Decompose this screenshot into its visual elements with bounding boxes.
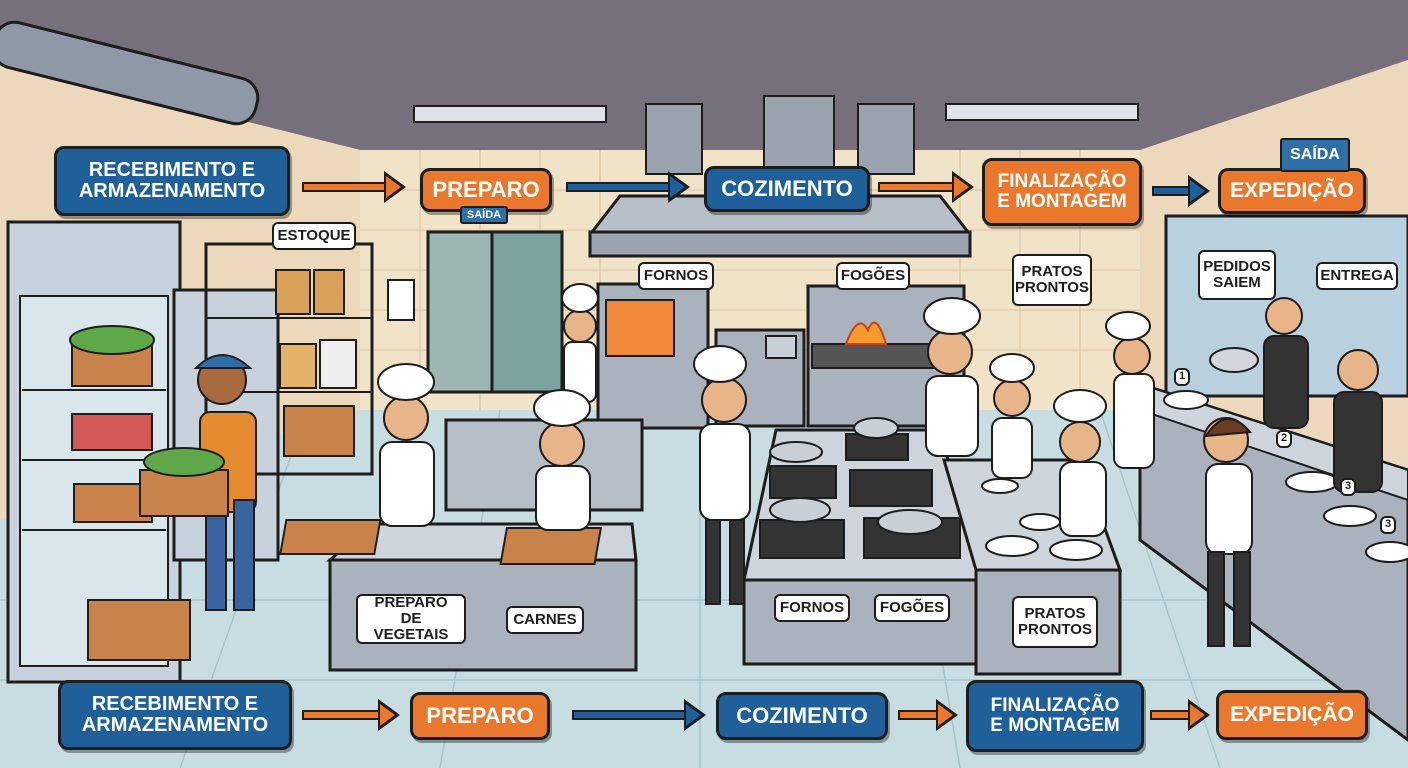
flow-bottom-arrow-2 xyxy=(572,699,706,731)
flow-top-arrow-2 xyxy=(566,171,690,203)
vegetables xyxy=(69,325,155,355)
fridge-shelves xyxy=(22,389,166,531)
pot-back xyxy=(853,417,899,439)
chef-stove xyxy=(693,345,751,605)
label-delivery: Entrega xyxy=(1316,262,1398,290)
flow-bottom-arrow-3 xyxy=(898,699,958,731)
order-ticket: 2 xyxy=(1276,430,1292,448)
label-orders-leave: Pedidos Saiem xyxy=(1198,250,1276,300)
label-vegetable-prep: Preparo de Vegetais xyxy=(356,594,466,644)
hood-chimney-right xyxy=(857,103,915,175)
chef-oven xyxy=(561,283,599,403)
chef-runner xyxy=(1203,417,1253,647)
flow-top-arrow-1 xyxy=(302,171,406,203)
floor-crate xyxy=(87,599,191,661)
plates xyxy=(981,478,1103,561)
order-ticket: 3 xyxy=(1340,478,1356,496)
flow-bottom-preparation: Preparo xyxy=(410,692,550,740)
grill-flame xyxy=(844,321,888,345)
chef-meat xyxy=(533,389,591,531)
order-ticket: 3 xyxy=(1380,516,1396,534)
exhaust-hood-rim xyxy=(588,230,972,258)
waiter-left xyxy=(1209,297,1309,429)
order-ticket: 1 xyxy=(1174,368,1190,386)
flow-top-arrow-3 xyxy=(878,171,974,203)
flow-top-cooking: Cozimento xyxy=(704,166,870,212)
ceiling-light-left xyxy=(413,105,607,123)
back-doorway xyxy=(490,230,564,394)
flow-top-receiving: Recebimento e Armazenamento xyxy=(54,146,290,216)
meat-tray xyxy=(71,413,153,451)
chef-head xyxy=(923,297,981,457)
pass-plates xyxy=(1163,390,1408,563)
oven-window xyxy=(605,299,675,357)
label-storage: Estoque xyxy=(272,222,356,250)
label-stoves-top: Fogões xyxy=(836,262,910,290)
hood-chimney-center xyxy=(763,95,835,177)
exit-sign-right: Saída xyxy=(1280,138,1350,172)
flow-top-arrow-4 xyxy=(1152,175,1210,207)
back-door xyxy=(426,230,494,394)
chefs xyxy=(377,283,1253,647)
exit-sign-left: Saída xyxy=(460,206,508,224)
cooking-station xyxy=(742,578,982,666)
label-ovens-top: Fornos xyxy=(638,262,714,290)
label-ready-dishes-counter: Pratos Prontos xyxy=(1012,596,1098,648)
chef-plating-back xyxy=(989,353,1035,479)
label-stoves-counter: Fogões xyxy=(874,594,950,622)
pot-left xyxy=(769,441,823,463)
ceiling-light-right xyxy=(945,103,1139,121)
flow-bottom-dispatch: Expedição xyxy=(1216,690,1368,740)
flow-bottom-finishing: Finalização e Montagem xyxy=(966,680,1144,752)
waiter-right xyxy=(1333,349,1383,493)
hood-chimney-left xyxy=(645,103,703,175)
flow-bottom-cooking: Cozimento xyxy=(716,692,888,740)
label-meats: Carnes xyxy=(506,606,584,634)
flow-top-finishing: Finalização e Montagem xyxy=(982,158,1142,226)
label-ready-dishes-top: Pratos Prontos xyxy=(1012,254,1092,306)
waiters xyxy=(1209,297,1383,493)
flow-bottom-receiving: Recebimento e Armazenamento xyxy=(58,680,292,750)
chef-plating xyxy=(1053,389,1107,537)
cutting-board-vegetables xyxy=(279,519,382,555)
label-ovens-counter: Fornos xyxy=(774,594,850,622)
clipboard xyxy=(387,279,415,321)
ceiling-duct xyxy=(0,20,260,126)
delivery-worker xyxy=(139,354,257,611)
cutting-board-meat xyxy=(499,527,603,565)
flow-bottom-arrow-1 xyxy=(302,699,400,731)
flow-bottom-arrow-4 xyxy=(1150,699,1210,731)
chef-vegetables xyxy=(377,363,435,527)
flow-top-dispatch: Expedição xyxy=(1218,168,1366,214)
pan xyxy=(769,497,831,523)
pot-front xyxy=(877,509,943,535)
chef-pass xyxy=(1105,311,1155,469)
